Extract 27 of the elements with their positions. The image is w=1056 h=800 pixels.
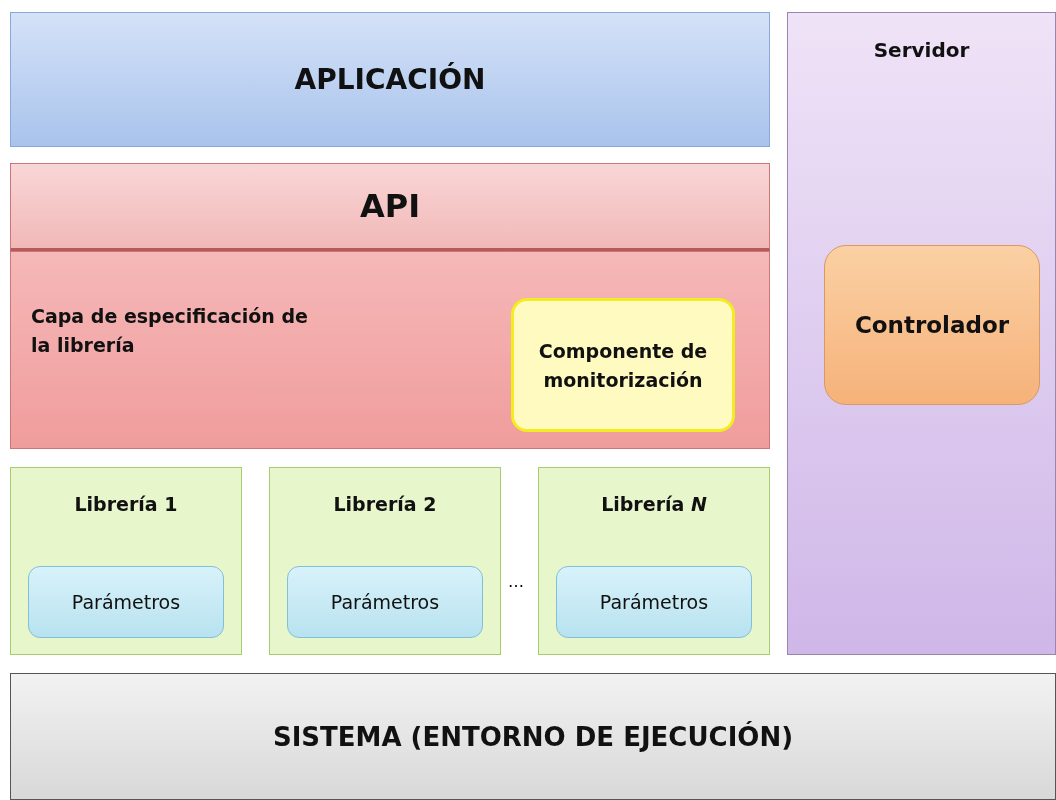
ellipsis-label: …	[508, 572, 524, 591]
controller-label: Controlador	[854, 310, 1010, 340]
parameters-label: Parámetros	[330, 589, 440, 615]
parameters-box	[287, 566, 483, 638]
server-panel	[787, 12, 1056, 655]
layer-title: APLICACIÓN	[294, 61, 486, 98]
parameters-box	[28, 566, 224, 638]
parameters-box	[556, 566, 752, 638]
library-title: Librería N	[601, 492, 707, 517]
controller-box	[824, 245, 1040, 405]
layer-title: API	[359, 186, 421, 227]
library-box	[538, 467, 770, 655]
library-title: Librería 1	[74, 492, 178, 517]
system-title: SISTEMA (ENTORNO DE EJECUCIÓN)	[272, 720, 794, 754]
library-box	[269, 467, 501, 655]
library-title: Librería 2	[333, 492, 437, 517]
parameters-label: Parámetros	[71, 589, 181, 615]
parameters-label: Parámetros	[599, 589, 709, 615]
layer-title: Capa de especificación de la librería	[31, 304, 309, 358]
layer-box	[10, 251, 770, 449]
system-box	[10, 673, 1056, 800]
panel-title: Servidor	[873, 37, 970, 64]
layer-box	[10, 163, 770, 251]
layer-box	[10, 12, 770, 147]
component-label: Componente de monitorización	[537, 338, 709, 392]
library-box	[10, 467, 242, 655]
component-box	[511, 298, 735, 432]
